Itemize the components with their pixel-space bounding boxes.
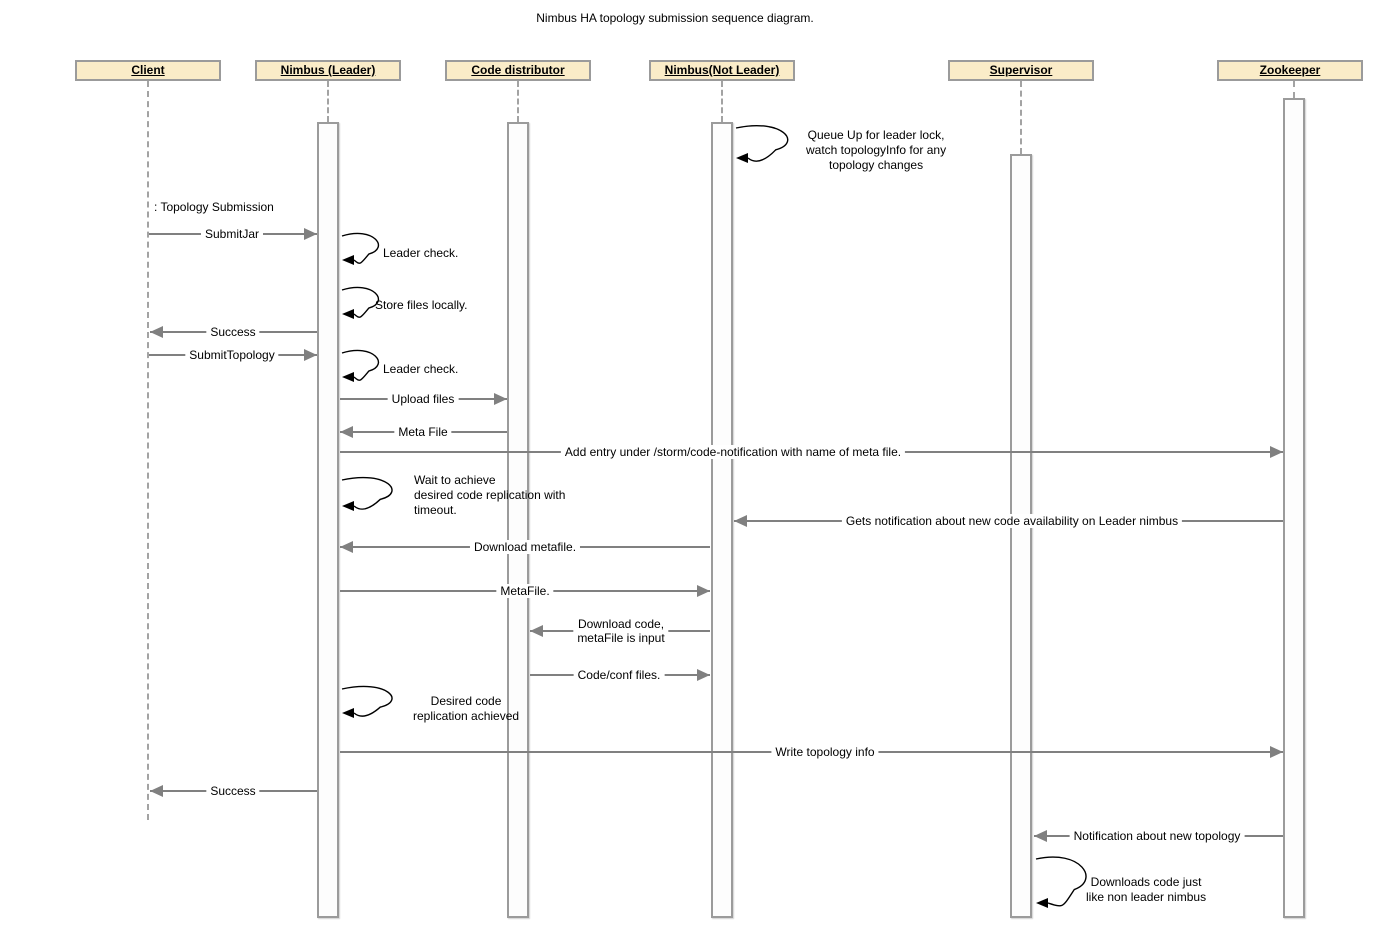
self-message-label-line: watch topologyInfo for any <box>806 143 947 157</box>
message-arrowhead-download-code <box>530 625 543 637</box>
topology-submission-note: : Topology Submission <box>154 200 274 214</box>
message-arrowhead-gets-notification <box>734 515 747 527</box>
self-message-label-line: replication achieved <box>413 709 520 723</box>
self-message-arc-store-files-locally <box>341 286 380 319</box>
self-message-arrowhead <box>1036 898 1048 908</box>
message-label-submittopology: SubmitTopology <box>185 348 279 362</box>
self-message-curve <box>341 286 380 318</box>
message-label-upload-files: Upload files <box>387 392 459 406</box>
self-message-label-line: like non leader nimbus <box>1086 890 1207 904</box>
self-message-curve <box>341 232 380 264</box>
message-arrowhead-submittopology <box>304 349 317 361</box>
participant-box-zookeeper: Zookeeper <box>1217 60 1363 81</box>
participant-label-supervisor: Supervisor <box>989 63 1053 77</box>
self-message-curve <box>341 349 380 381</box>
activation-supervisor <box>1010 154 1032 918</box>
self-message-arrowhead <box>342 708 354 718</box>
message-label-success-topology: Success <box>206 784 260 798</box>
lifeline-zookeeper <box>1293 81 1295 98</box>
self-message-label-store-files-locally: Store files locally. <box>375 298 467 313</box>
self-message-label-line: timeout. <box>414 503 457 517</box>
participant-label-client: Client <box>131 63 165 77</box>
message-label-meta-file: Meta File <box>394 425 452 439</box>
message-label-line: metaFile is input <box>577 631 665 645</box>
self-message-arc-downloads-code <box>1035 856 1087 908</box>
self-message-label-line: Desired code <box>430 694 502 708</box>
self-message-label-line: desired code replication with <box>414 488 566 502</box>
self-message-curve <box>1035 856 1087 907</box>
message-arrowhead-success-topology <box>150 785 163 797</box>
message-label-add-entry: Add entry under /storm/code-notification… <box>560 445 906 459</box>
lifeline-supervisor <box>1020 81 1022 154</box>
self-message-label-line: topology changes <box>829 158 924 172</box>
self-message-arc-queue-up <box>735 124 789 163</box>
message-arrowhead-upload-files <box>494 393 507 405</box>
participant-label-nimbus-leader: Nimbus (Leader) <box>280 63 376 77</box>
self-message-label-leader-check-2: Leader check. <box>383 362 458 377</box>
message-arrowhead-success-jar <box>150 326 163 338</box>
message-label-notification-new-topology: Notification about new topology <box>1069 829 1245 843</box>
participant-box-code-distributor: Code distributor <box>445 60 591 81</box>
activation-nimbus-not-leader <box>711 122 733 918</box>
lifeline-code-distributor <box>517 81 519 122</box>
self-message-label-line: Leader check. <box>383 362 459 376</box>
participant-box-supervisor: Supervisor <box>948 60 1094 81</box>
activation-code-distributor <box>507 122 529 918</box>
message-arrowhead-notification-new-topology <box>1034 830 1047 842</box>
message-label-submitjar: SubmitJar <box>200 227 264 241</box>
message-arrowhead-download-metafile <box>340 541 353 553</box>
message-arrowhead-meta-file <box>340 426 353 438</box>
activation-zookeeper <box>1283 98 1305 918</box>
message-label-code-conf-files: Code/conf files. <box>573 668 665 682</box>
self-message-arrowhead <box>736 153 748 163</box>
message-arrowhead-add-entry <box>1270 446 1283 458</box>
message-label-write-topology-info: Write topology info <box>771 745 879 759</box>
participant-label-nimbus-not-leader: Nimbus(Not Leader) <box>664 63 780 77</box>
self-message-arc-leader-check-1 <box>341 232 380 265</box>
self-message-arrowhead <box>342 372 354 382</box>
participant-box-nimbus-not-leader: Nimbus(Not Leader) <box>649 60 795 81</box>
self-message-curve <box>341 476 393 510</box>
activation-nimbus-leader <box>317 122 339 918</box>
self-message-arc-leader-check-2 <box>341 349 380 382</box>
message-label-success-jar: Success <box>206 325 260 339</box>
message-arrowhead-code-conf-files <box>697 669 710 681</box>
self-message-label-line: Queue Up for leader lock, <box>807 128 945 142</box>
self-message-label-leader-check-1: Leader check. <box>383 246 458 261</box>
participant-box-nimbus-leader: Nimbus (Leader) <box>255 60 401 81</box>
participant-box-client: Client <box>75 60 221 81</box>
message-label-gets-notification: Gets notification about new code availab… <box>841 514 1183 528</box>
message-arrowhead-submitjar <box>304 228 317 240</box>
participant-label-zookeeper: Zookeeper <box>1259 63 1321 77</box>
diagram-title: Nimbus HA topology submission sequence d… <box>536 11 814 25</box>
message-label-metafile: MetaFile. <box>496 584 554 598</box>
message-label-download-code: Download code,metaFile is input <box>573 617 669 645</box>
lifeline-nimbus-not-leader <box>721 81 723 122</box>
lifeline-client <box>147 81 149 820</box>
self-message-arc-wait-replication <box>341 476 393 511</box>
self-message-label-queue-up: Queue Up for leader lock,watch topologyI… <box>806 128 946 173</box>
self-message-label-line: Leader check. <box>383 246 459 260</box>
participant-label-code-distributor: Code distributor <box>471 63 565 77</box>
self-message-arrowhead <box>342 255 354 265</box>
message-arrowhead-write-topology-info <box>1270 746 1283 758</box>
message-label-download-metafile: Download metafile. <box>469 540 581 554</box>
self-message-label-line: Store files locally. <box>375 298 468 312</box>
message-arrowhead-metafile <box>697 585 710 597</box>
self-message-arc-replication-achieved <box>341 685 393 718</box>
self-message-curve <box>735 124 789 162</box>
self-message-label-line: Wait to achieve <box>414 473 496 487</box>
self-message-label-line: Downloads code just <box>1090 875 1202 889</box>
message-label-line: Download code, <box>577 617 665 631</box>
self-message-curve <box>341 685 393 717</box>
lifeline-nimbus-leader <box>327 81 329 122</box>
self-message-arrowhead <box>342 309 354 319</box>
self-message-arrowhead <box>342 501 354 511</box>
